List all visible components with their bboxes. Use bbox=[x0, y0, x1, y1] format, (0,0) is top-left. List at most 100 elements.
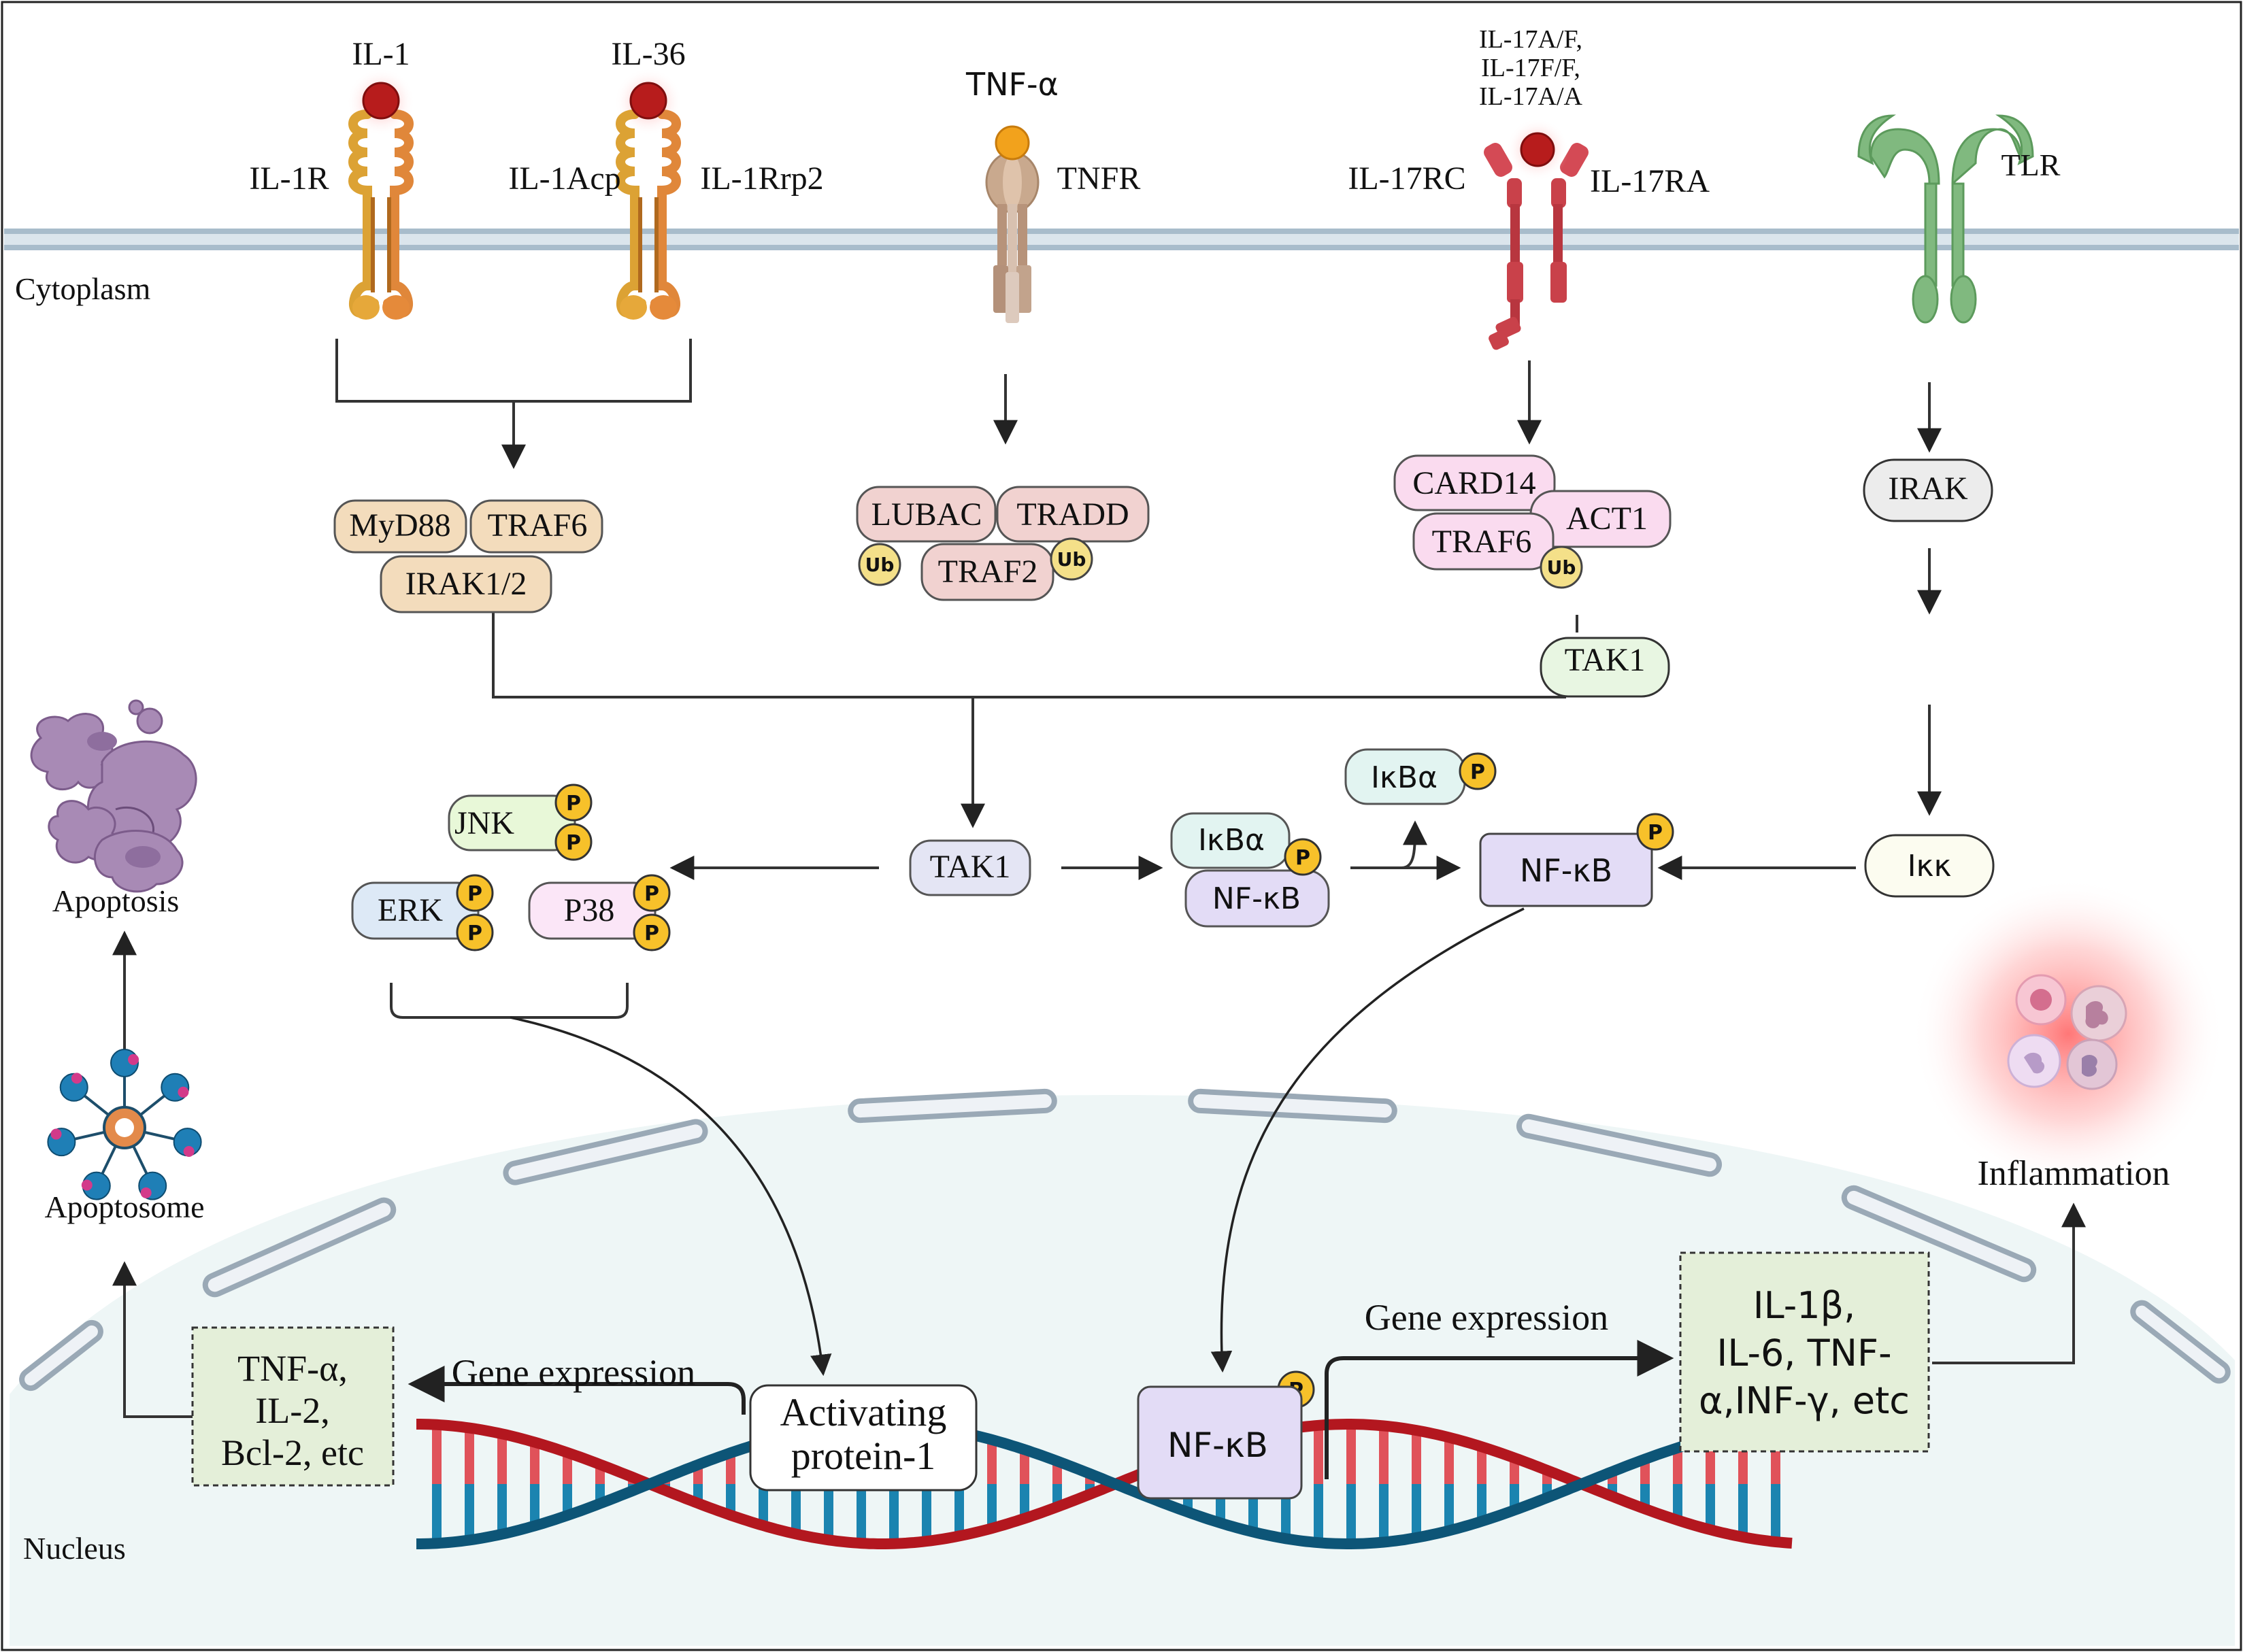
nfkb-nucleus-label: NF-κB bbox=[1167, 1426, 1268, 1465]
irak-label: IRAK bbox=[1888, 471, 1968, 507]
dna-base-pair bbox=[857, 1484, 866, 1544]
dna-base-pair bbox=[1477, 1484, 1486, 1521]
irak12-label: IRAK1/2 bbox=[405, 566, 527, 602]
phospho-badges bbox=[456, 752, 1674, 1409]
ap1-label-line-1: Activating bbox=[780, 1390, 947, 1434]
dna-base-pair bbox=[1477, 1447, 1486, 1484]
dna-base-pair bbox=[1738, 1484, 1748, 1537]
tnfr-receptor bbox=[985, 125, 1040, 323]
dna-base-pair bbox=[563, 1452, 572, 1484]
tnfa-ligand-label: TNF-α bbox=[965, 66, 1059, 103]
tradd-label: TRADD bbox=[1016, 496, 1129, 533]
gene-expression-right-label: Gene expression bbox=[1365, 1297, 1608, 1338]
act1-label: ACT1 bbox=[1566, 501, 1648, 537]
dna-base-pair bbox=[1771, 1484, 1780, 1543]
dna-base-pair bbox=[1379, 1426, 1389, 1484]
dna-base-pair bbox=[987, 1484, 997, 1529]
dna-base-pair bbox=[954, 1484, 964, 1536]
nfkb-active-label: NF-κB bbox=[1520, 852, 1612, 889]
il36-receptor bbox=[614, 68, 682, 320]
irak-node bbox=[1863, 458, 1993, 522]
il17rc-label: IL-17RC bbox=[1348, 161, 1465, 197]
products-left-line-3: Bcl-2, etc bbox=[221, 1432, 364, 1473]
lubac-complex bbox=[856, 486, 1150, 601]
tnfr-label: TNFR bbox=[1057, 161, 1141, 197]
card14-complex bbox=[1393, 454, 1672, 698]
tlr-receptor bbox=[1857, 114, 2034, 324]
ap1-label-line-2: protein-1 bbox=[791, 1434, 936, 1478]
ub-badge-3: Ub bbox=[1547, 556, 1576, 579]
nfkb-complex-label: NF-κB bbox=[1212, 881, 1301, 916]
jnk-label: JNK bbox=[454, 805, 514, 841]
il1acp-label: IL-1Acp bbox=[508, 161, 620, 197]
traf2-label: TRAF2 bbox=[938, 554, 1038, 590]
lubac-label: LUBAC bbox=[871, 496, 982, 533]
dna-base-pair bbox=[1346, 1484, 1356, 1544]
apoptosis-icon bbox=[30, 699, 197, 893]
dna-base-pair bbox=[497, 1434, 507, 1484]
apoptosome-cytochrome bbox=[81, 1179, 93, 1191]
ikba-free-label: IκBα bbox=[1371, 760, 1438, 795]
ub-badge-1: Ub bbox=[865, 554, 895, 576]
p-badge-ikba: P bbox=[1295, 846, 1310, 870]
dna-base-pair bbox=[987, 1439, 997, 1484]
apoptosome-cytochrome bbox=[128, 1053, 139, 1065]
dna-base-pair bbox=[497, 1484, 507, 1534]
dna-base-pair bbox=[1020, 1449, 1029, 1484]
dna-base-pair bbox=[530, 1442, 539, 1484]
nuclear-translocation-arrows bbox=[510, 907, 1525, 1377]
il17ra-label: IL-17RA bbox=[1590, 163, 1710, 199]
dna-base-pair bbox=[432, 1484, 442, 1544]
il36-ligand-label: IL-36 bbox=[611, 36, 685, 72]
dna-base-pair bbox=[465, 1428, 474, 1484]
apoptosome-cytochrome bbox=[183, 1145, 195, 1157]
products-left-box bbox=[191, 1326, 395, 1487]
inflammation-icon bbox=[1912, 877, 2225, 1190]
dna-base-pair bbox=[1444, 1484, 1454, 1531]
dna-base-pair bbox=[1673, 1484, 1682, 1521]
dna-base-pair bbox=[1444, 1437, 1454, 1484]
p38-label: P38 bbox=[564, 892, 615, 928]
p-badge-ikba-free: P bbox=[1470, 760, 1485, 784]
dna-base-pair bbox=[889, 1484, 899, 1544]
p-badge-jnk-2: P bbox=[566, 831, 581, 855]
tak1-connectors bbox=[390, 820, 1856, 1019]
genes-to-apoptosome-arrow bbox=[112, 1261, 194, 1418]
erk-label: ERK bbox=[378, 892, 443, 928]
ap1-box bbox=[749, 1384, 978, 1491]
p-badge-jnk-1: P bbox=[566, 792, 581, 815]
products-right-line-3: α,INF-γ, etc bbox=[1699, 1379, 1910, 1422]
dna-base-pair bbox=[759, 1484, 768, 1526]
dna-base-pair bbox=[1673, 1447, 1682, 1484]
dna-base-pair bbox=[726, 1453, 735, 1484]
ikk-node bbox=[1864, 834, 1995, 898]
products-right-line-1: IL-1β, bbox=[1753, 1284, 1856, 1327]
il1r-label: IL-1R bbox=[249, 161, 329, 197]
apoptosome-cytochrome bbox=[140, 1187, 152, 1198]
products-left-line-2: IL-2, bbox=[255, 1390, 329, 1431]
tak1-node bbox=[909, 839, 1031, 896]
dna-base-pair bbox=[791, 1484, 801, 1534]
dna-base-pair bbox=[563, 1484, 572, 1516]
dna-strand-blue bbox=[416, 1419, 1793, 1549]
il1-receptor bbox=[347, 68, 415, 320]
inflammation-label: Inflammation bbox=[1977, 1154, 2170, 1193]
cytoplasm-label: Cytoplasm bbox=[15, 271, 151, 306]
products-right-box bbox=[1679, 1251, 1930, 1453]
tak1-label: TAK1 bbox=[930, 849, 1011, 885]
dna-base-pair bbox=[1412, 1484, 1421, 1538]
dna-base-pair bbox=[1412, 1430, 1421, 1484]
apoptosome-cytochrome bbox=[71, 1073, 82, 1084]
plasma-membrane bbox=[4, 229, 2239, 250]
nucleus-label: Nucleus bbox=[23, 1531, 126, 1566]
il17-receptor bbox=[1484, 118, 1589, 350]
il17-ligand-line-1: IL-17A/F, bbox=[1479, 25, 1582, 54]
p-badge-p38-1: P bbox=[644, 882, 659, 906]
apoptosome-cytochrome bbox=[178, 1086, 189, 1098]
dna-base-pair bbox=[465, 1484, 474, 1540]
apoptosome-hub-center bbox=[115, 1118, 134, 1137]
products-right-line-2: IL-6, TNF- bbox=[1716, 1332, 1891, 1375]
dna-base-pair bbox=[530, 1484, 539, 1526]
dna-base-pair bbox=[1706, 1484, 1715, 1530]
